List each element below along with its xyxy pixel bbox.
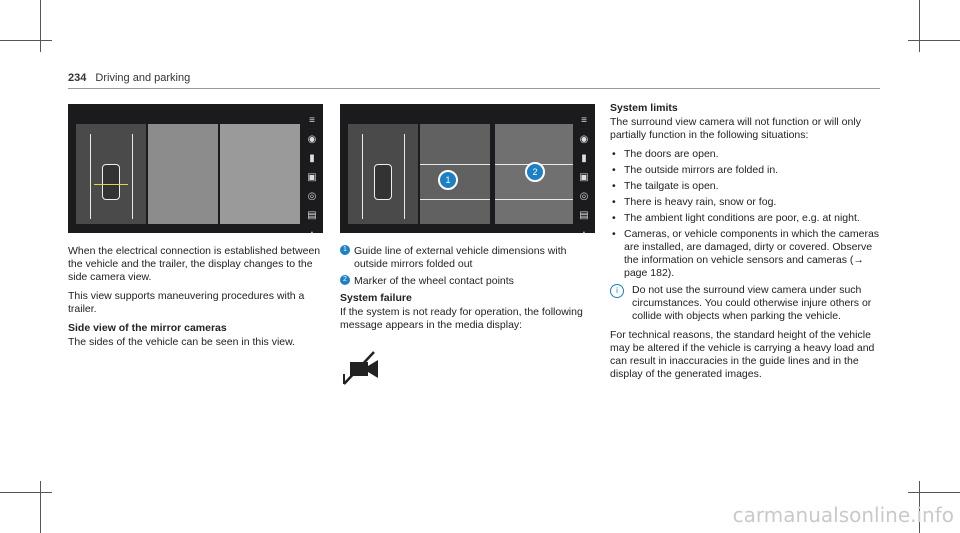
section-heading: Side view of the mirror cameras xyxy=(68,322,227,334)
side-icon-bar: ≡ ◉ ▮ ▣ ◎ ▤ ▲ xyxy=(305,114,319,233)
mirror-icon[interactable]: ▲ xyxy=(577,228,591,233)
callout-number: 1 xyxy=(340,245,350,255)
view-icon[interactable]: ▣ xyxy=(307,172,317,183)
side-camera-screenshot: P ≡ ◉ ▮ ▣ ◎ ▤ ▲ xyxy=(68,104,323,233)
list-item: There is heavy rain, snow or fog. xyxy=(610,196,882,209)
legend-text: Marker of the wheel contact points xyxy=(354,275,514,287)
page-header: 234 Driving and parking xyxy=(68,72,190,84)
vehicle-icon xyxy=(102,164,120,200)
camera-icon[interactable]: ◉ xyxy=(307,134,317,145)
bullet-list: The doors are open. The outside mirrors … xyxy=(610,148,882,280)
guide-line-screenshot: P 1 2 ≡ ◉ ▮ ▣ ◎ ▤ ▲ xyxy=(340,104,595,233)
view-icon[interactable]: ▣ xyxy=(579,172,589,183)
paragraph: The surround view camera will not functi… xyxy=(610,116,861,141)
menu-icon[interactable]: ≡ xyxy=(581,115,587,126)
top-view-panel xyxy=(348,124,418,224)
paragraph: This view supports maneuvering procedure… xyxy=(68,290,305,315)
paragraph: For technical reasons, the standard heig… xyxy=(610,329,875,380)
page-number: 234 xyxy=(68,72,87,84)
crop-mark xyxy=(40,481,41,533)
crop-mark xyxy=(908,40,960,41)
guide-line xyxy=(362,134,363,219)
section-heading: System failure xyxy=(340,292,412,304)
top-view-panel xyxy=(76,124,146,224)
list-item: The ambient light conditions are poor, e… xyxy=(610,212,882,225)
camera-icon[interactable]: ◉ xyxy=(579,134,589,145)
section-heading: System limits xyxy=(610,102,678,114)
trailer-icon[interactable]: ▮ xyxy=(309,153,315,164)
guide-line xyxy=(404,134,405,219)
mirror-icon[interactable]: ▲ xyxy=(305,228,319,233)
legend-item: 1 Guide line of external vehicle dimensi… xyxy=(340,245,595,271)
car-view-icon[interactable]: ◎ xyxy=(579,191,589,202)
right-camera-panel xyxy=(220,124,300,224)
guide-line xyxy=(90,134,91,219)
callout-1: 1 xyxy=(438,170,458,190)
crop-mark xyxy=(919,481,920,533)
right-column: System limits The surround view camera w… xyxy=(610,102,882,387)
crop-mark xyxy=(908,492,960,493)
settings-icon[interactable]: ▤ xyxy=(579,210,589,221)
callout-2: 2 xyxy=(525,162,545,182)
guide-line xyxy=(94,184,128,185)
header-rule xyxy=(68,88,880,89)
guide-line xyxy=(132,134,133,219)
left-column: When the electrical connection is establ… xyxy=(68,245,328,355)
settings-icon[interactable]: ▤ xyxy=(307,210,317,221)
watermark: carmanualsonline.info xyxy=(732,503,954,527)
guide-line xyxy=(420,199,490,200)
crop-mark xyxy=(40,0,41,52)
note-text: Do not use the surround view camera unde… xyxy=(632,284,872,322)
crop-mark xyxy=(0,40,52,41)
list-item: The doors are open. xyxy=(610,148,882,161)
list-item: The tailgate is open. xyxy=(610,180,882,193)
info-icon: i xyxy=(610,284,624,298)
trailer-icon[interactable]: ▮ xyxy=(581,153,587,164)
note: i Do not use the surround view camera un… xyxy=(610,284,882,323)
middle-column: 1 Guide line of external vehicle dimensi… xyxy=(340,245,595,392)
guide-line xyxy=(420,164,490,165)
section-title: Driving and parking xyxy=(95,72,191,84)
side-icon-bar: ≡ ◉ ▮ ▣ ◎ ▤ ▲ xyxy=(577,114,591,233)
car-view-icon[interactable]: ◎ xyxy=(307,191,317,202)
list-item: The outside mirrors are folded in. xyxy=(610,164,882,177)
crop-mark xyxy=(0,492,52,493)
legend-item: 2 Marker of the wheel contact points xyxy=(340,275,595,288)
legend-text: Guide line of external vehicle dimension… xyxy=(354,245,567,270)
callout-number: 2 xyxy=(340,275,350,285)
paragraph: The sides of the vehicle can be seen in … xyxy=(68,336,296,348)
crop-mark xyxy=(919,0,920,52)
vehicle-icon xyxy=(374,164,392,200)
paragraph: If the system is not ready for operation… xyxy=(340,306,583,331)
camera-off-icon xyxy=(340,348,595,392)
guide-line xyxy=(495,199,573,200)
left-camera-panel xyxy=(148,124,218,224)
list-item: Cameras, or vehicle components in which … xyxy=(610,228,882,280)
menu-icon[interactable]: ≡ xyxy=(309,115,315,126)
paragraph: When the electrical connection is establ… xyxy=(68,245,321,283)
